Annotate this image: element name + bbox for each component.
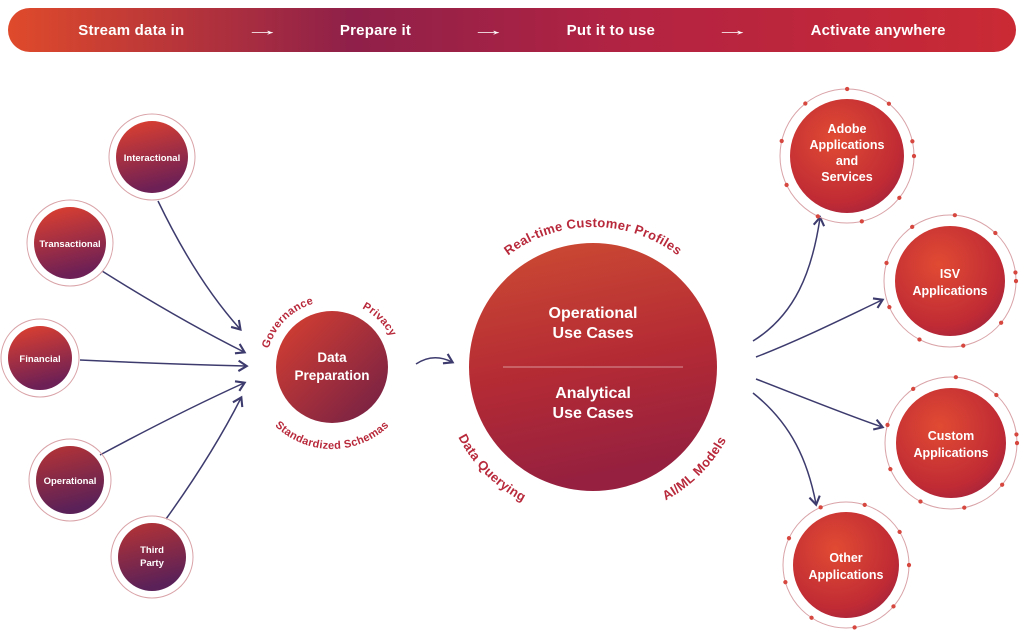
source-label: Third [140,545,164,556]
destination-circle [895,226,1005,336]
source-node-operational: Operational [28,438,112,522]
operational-use-cases-label: Use Cases [553,325,634,342]
destination-node-adobe-apps: Adobe Applications and Services [777,86,917,226]
destination-node-other-apps: Other Applications [780,499,912,631]
source-circle [116,121,188,193]
source-ring [108,113,196,201]
destination-label: Other [829,551,862,565]
banner-step-stream-data-in: Stream data in [78,21,185,39]
destination-label: and [836,154,858,168]
flow-arrow [415,353,455,365]
destination-label: Applications [913,446,988,460]
source-node-third-party: Third Party [110,515,194,599]
destination-node-isv-apps: ISV Applications [881,212,1019,350]
source-label: Interactional [124,153,181,164]
flow-arrow [755,378,885,431]
destination-label: Applications [808,568,883,582]
flow-arrow [165,395,244,520]
flow-arrow [79,359,249,372]
source-label: Transactional [39,239,100,250]
banner-step-put-it-to-use: Put it to use [566,21,656,39]
destination-label: Custom [928,429,975,443]
source-label: Financial [19,354,60,365]
data-preparation-label: Data [317,350,347,365]
source-node-transactional: Transactional [26,199,114,287]
source-label: Operational [44,476,97,487]
source-ring [110,515,194,599]
source-node-financial: Financial [0,318,80,398]
source-ring [28,438,112,522]
flow-arrow [101,270,247,355]
banner-step-activate-anywhere: Activate anywhere [810,21,946,39]
destination-dotted-ring [780,499,912,631]
banner-arrow-icon: → [470,21,507,39]
destination-label: Adobe [828,122,867,136]
pipeline-banner: Stream data in → Prepare it → Put it to … [8,8,1016,52]
destination-label: ISV [940,267,961,281]
source-label: Party [140,558,164,569]
flow-arrow [752,215,826,342]
destination-circle [896,388,1006,498]
flow-arrow [752,392,821,507]
destination-dotted-ring [881,212,1019,350]
data-preparation-node: Data Preparation Governance Privacy Stan… [260,295,399,452]
source-ring [26,199,114,287]
destination-node-custom-apps: Custom Applications [882,374,1020,512]
standardized-schemas-curved-label: Standardized Schemas [273,419,392,452]
destination-circle [790,99,904,213]
source-ring [0,318,80,398]
analytical-use-cases-label: Use Cases [553,405,634,422]
source-circle [34,207,106,279]
banner-arrow-icon: → [244,21,281,39]
banner-arrow-icon: → [714,21,751,39]
flow-arrow [99,380,247,456]
destination-label: Services [821,170,872,184]
destination-label: Applications [912,284,987,298]
data-preparation-circle [276,311,388,423]
source-circle [36,446,104,514]
destination-dotted-ring [882,374,1020,512]
destination-flow-arrows [752,215,885,507]
data-preparation-label: Preparation [294,368,369,383]
source-node-interactional: Interactional [108,113,196,201]
source-flow-arrows [79,200,249,520]
flow-arrow [755,297,885,358]
source-circle [118,523,186,591]
flow-arrow [157,200,242,332]
destination-circle [793,512,899,618]
operational-use-cases-label: Operational [549,305,638,322]
source-circle [8,326,72,390]
destination-dotted-ring [777,86,917,226]
analytical-use-cases-label: Analytical [555,385,631,402]
banner-step-prepare-it: Prepare it [339,21,412,39]
use-cases-node: Operational Use Cases Analytical Use Cas… [455,215,728,505]
destination-label: Applications [809,138,884,152]
